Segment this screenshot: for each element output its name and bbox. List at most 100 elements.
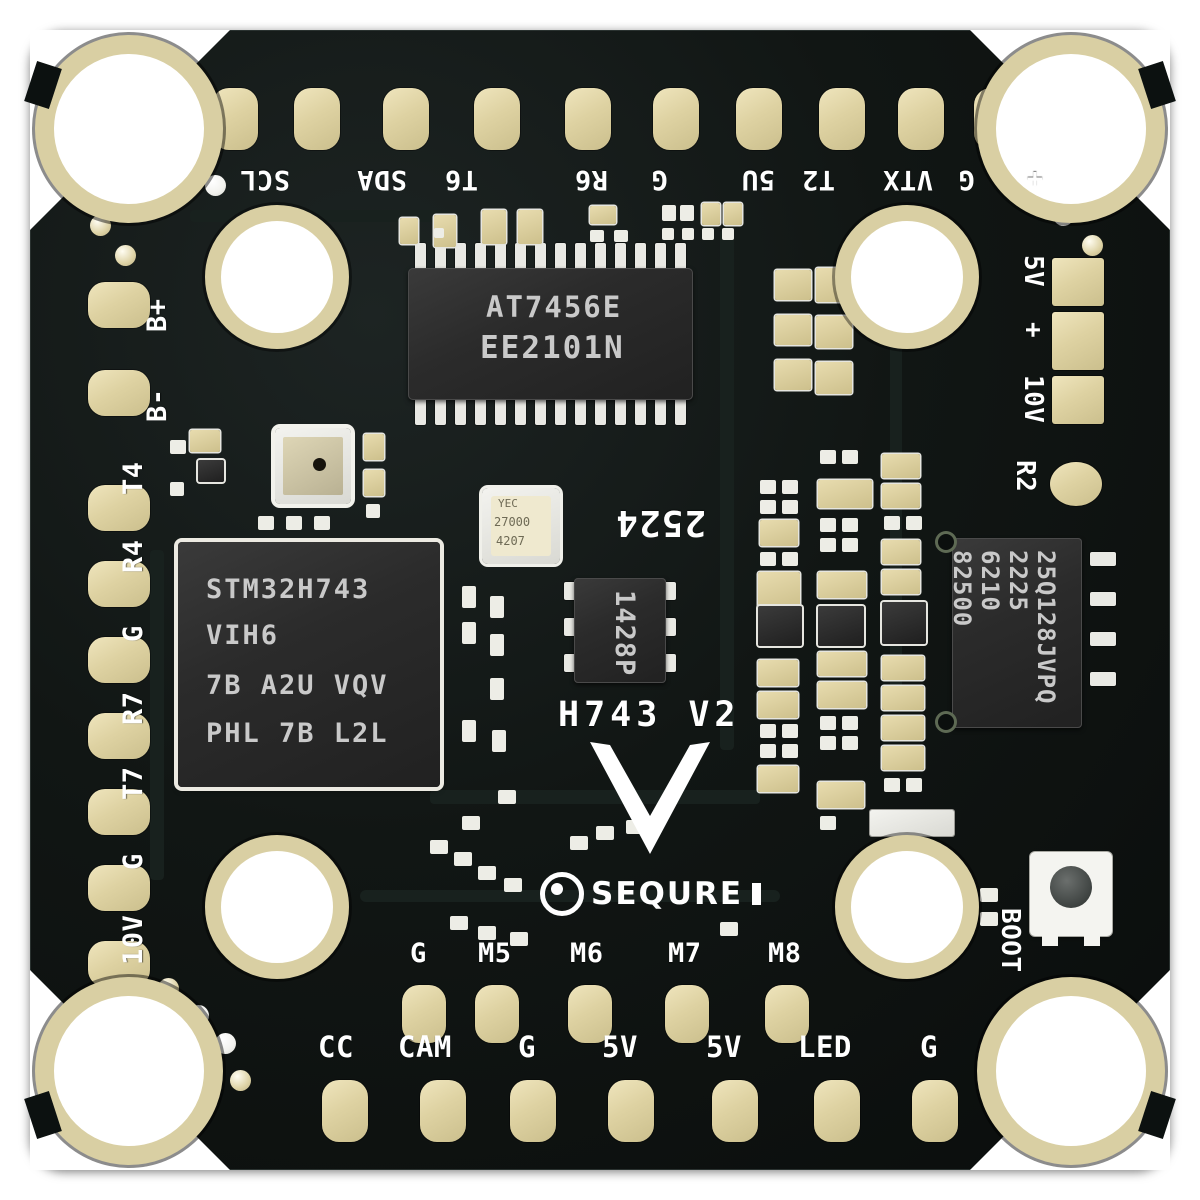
- pad-bottom-inner-m7[interactable]: [665, 985, 709, 1043]
- pad-label-t2: T2: [801, 164, 835, 195]
- boot-button[interactable]: [1030, 852, 1112, 946]
- pad-left-bplus[interactable]: [88, 282, 150, 328]
- trace: [150, 550, 164, 880]
- smd-part: [430, 840, 448, 854]
- pad-top-7[interactable]: [736, 88, 782, 150]
- pad-label-g-top: G: [651, 164, 668, 195]
- smd-part: [596, 826, 614, 840]
- pad-right-plus[interactable]: [1052, 312, 1104, 370]
- pad-label-r7: R7: [118, 691, 149, 725]
- pad-top-8[interactable]: [819, 88, 865, 150]
- flash-chip-25q128: 25Q128JVPQ 2225 6210 82500: [948, 538, 1082, 728]
- boot-button-actuator[interactable]: [1050, 866, 1092, 909]
- pad-label-t6: T6: [444, 164, 478, 195]
- flash-line2: 2225: [1004, 550, 1032, 612]
- smd-part: [450, 916, 468, 930]
- mcu-line4: PHL 7B L2L: [206, 718, 389, 749]
- pad-bottom-5v1[interactable]: [608, 1080, 654, 1142]
- smd-part: [190, 430, 220, 452]
- smd-part: [680, 205, 694, 221]
- pad-label-10v-right: 10V: [1018, 375, 1048, 424]
- pad-bottom-5v2[interactable]: [712, 1080, 758, 1142]
- pad-left-g1[interactable]: [88, 637, 150, 683]
- smd-part: [662, 205, 676, 221]
- mounting-hole-top-right: [977, 35, 1165, 223]
- smd-part: [682, 228, 694, 240]
- pad-bottom-g2[interactable]: [912, 1080, 958, 1142]
- smd-part: [454, 852, 472, 866]
- pad-label-led: LED: [798, 1030, 852, 1064]
- pad-top-3[interactable]: [383, 88, 429, 150]
- flash-line3: 6210: [976, 550, 1004, 612]
- pad-label-vtx: VTX: [882, 164, 933, 195]
- pad-top-5[interactable]: [565, 88, 611, 150]
- pad-right-10v[interactable]: [1052, 376, 1104, 424]
- pad-right-r2[interactable]: [1050, 462, 1102, 506]
- mcu-line2: VIH6: [206, 620, 280, 651]
- smd-part: [314, 516, 330, 530]
- smd-part: [434, 215, 456, 247]
- oscillator-crystal: YEC 27000 4207: [482, 488, 560, 564]
- mounting-hole-bottom-left: [35, 977, 223, 1165]
- inner-mounting-hole-top-right: [835, 205, 979, 349]
- pcb-board: SCL SDA T6 R6 G 5U T2 VTX G + B+ B- T4 R…: [30, 30, 1170, 1170]
- pad-label-5v-bottom-2: 5V: [706, 1030, 742, 1064]
- pad-bottom-inner-m6[interactable]: [568, 985, 612, 1043]
- osc-line3: 4207: [496, 534, 525, 548]
- pad-top-4[interactable]: [474, 88, 520, 150]
- inner-mounting-hole-bottom-left: [205, 835, 349, 979]
- pad-left-t7[interactable]: [88, 789, 150, 835]
- pad-bottom-inner-g[interactable]: [402, 985, 446, 1043]
- smd-part: [722, 228, 734, 240]
- pad-left-bminus[interactable]: [88, 370, 150, 416]
- pad-bottom-cam[interactable]: [420, 1080, 466, 1142]
- osc-line1: YEC: [498, 497, 518, 510]
- pad-bottom-inner-m5[interactable]: [475, 985, 519, 1043]
- pad-left-r4[interactable]: [88, 561, 150, 607]
- barometer-sensor: [275, 428, 351, 504]
- smd-part: [498, 790, 516, 804]
- osd-chip-line2: EE2101N: [480, 330, 625, 366]
- pad-bottom-cc[interactable]: [322, 1080, 368, 1142]
- pad-left-r7[interactable]: [88, 713, 150, 759]
- pad-bottom-g1[interactable]: [510, 1080, 556, 1142]
- pad-label-scl: SCL: [239, 164, 290, 195]
- smd-part: [775, 360, 811, 390]
- boot-button-label: BOOT: [995, 908, 1025, 973]
- smd-part: [590, 206, 616, 224]
- smd-part: [258, 516, 274, 530]
- gyro-chip-icm42688p: 1428P: [574, 578, 666, 683]
- smd-part: [702, 228, 714, 240]
- pad-left-t4[interactable]: [88, 485, 150, 531]
- smd-part: [170, 440, 186, 454]
- brand-logo: SEQURE: [540, 872, 762, 916]
- pad-bottom-inner-m8[interactable]: [765, 985, 809, 1043]
- smd-part: [482, 210, 506, 244]
- pad-label-10v-left: 10V: [118, 914, 149, 965]
- pad-top-9[interactable]: [898, 88, 944, 150]
- brand-name: SEQURE: [591, 876, 744, 912]
- pad-left-g2[interactable]: [88, 865, 150, 911]
- pad-right-5v[interactable]: [1052, 258, 1104, 306]
- pad-bottom-led[interactable]: [814, 1080, 860, 1142]
- inner-mounting-hole-top-left: [205, 205, 349, 349]
- pad-top-6[interactable]: [653, 88, 699, 150]
- pad-label-m5: M5: [478, 938, 512, 969]
- smd-part: [170, 482, 184, 496]
- pad-label-cam: CAM: [398, 1030, 452, 1064]
- mcu-line3: 7B A2U VQV: [206, 670, 389, 701]
- pad-label-bplus: B+: [142, 298, 173, 332]
- osc-line2: 27000: [494, 515, 531, 529]
- board-version-silk: H743 V2: [558, 695, 741, 735]
- smd-part: [870, 810, 954, 836]
- orientation-arrow-icon: [586, 742, 714, 876]
- pad-top-2[interactable]: [294, 88, 340, 150]
- smd-part: [980, 912, 998, 926]
- pad-label-r2: R2: [1010, 460, 1040, 493]
- pad-label-t4: T4: [118, 461, 149, 495]
- pad-label-5v-bottom-1: 5V: [602, 1030, 638, 1064]
- smd-part: [816, 316, 852, 348]
- pad-label-r6: R6: [574, 164, 608, 195]
- smd-part: [518, 210, 542, 244]
